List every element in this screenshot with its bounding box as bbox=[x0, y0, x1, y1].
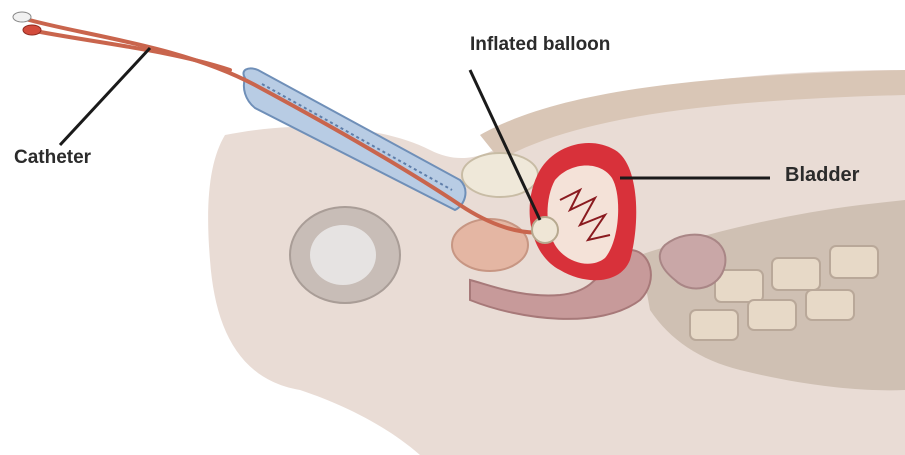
bladder-label: Bladder bbox=[785, 164, 859, 187]
catheter-branch bbox=[30, 30, 230, 70]
catheter-leader bbox=[60, 48, 150, 145]
catheter-label: Catheter bbox=[14, 147, 91, 169]
inflated-balloon bbox=[532, 217, 558, 243]
inflated-balloon-label: Inflated balloon bbox=[470, 34, 610, 56]
bladder-lumen bbox=[548, 165, 619, 263]
prostate bbox=[452, 219, 528, 271]
testis bbox=[310, 225, 376, 285]
